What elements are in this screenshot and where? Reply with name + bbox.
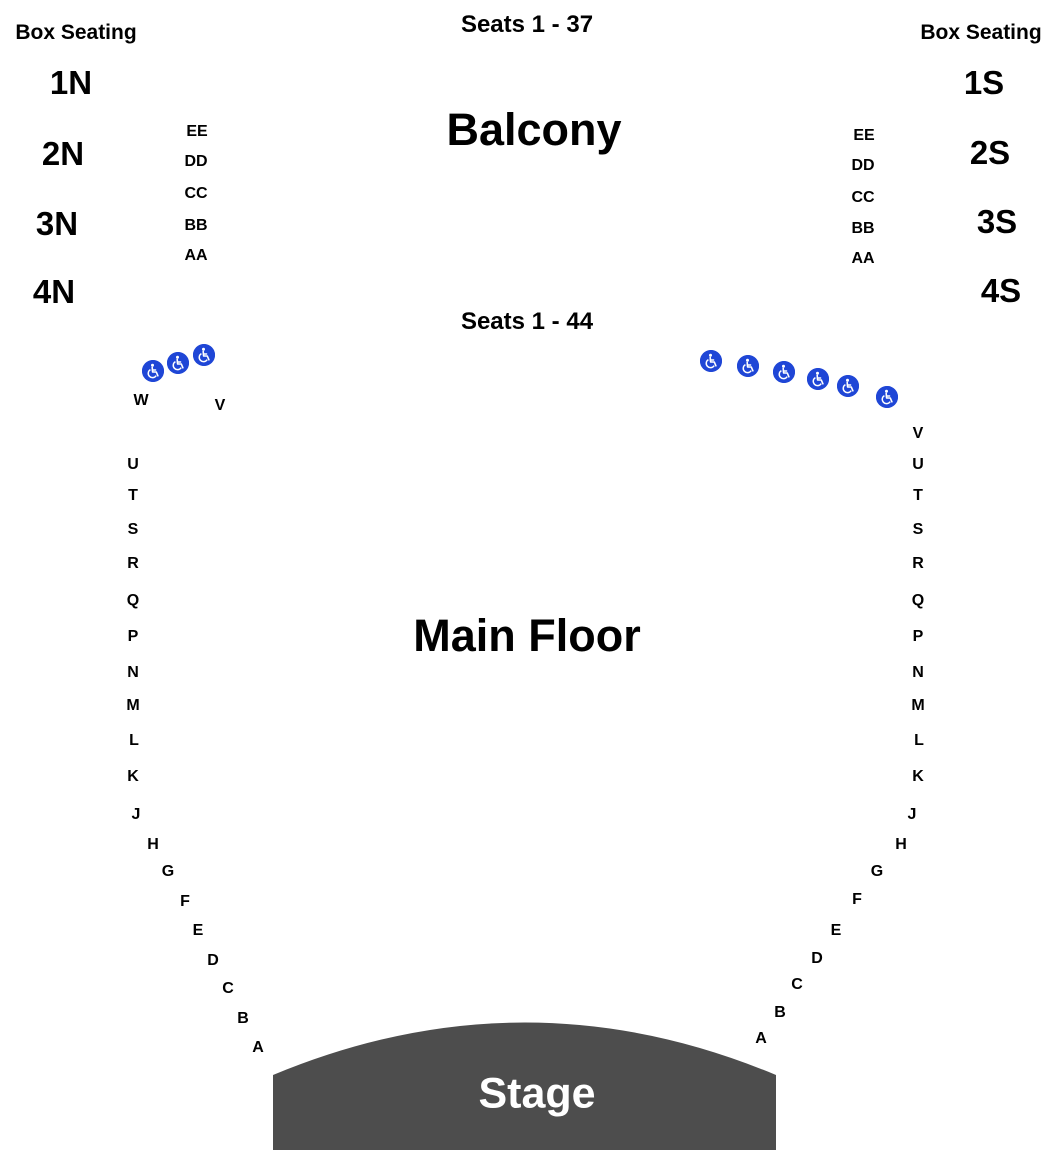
main-row-left: T	[128, 487, 138, 504]
main-row-left: D	[207, 952, 219, 969]
main-row-left: E	[192, 922, 204, 939]
main-row-left: C	[222, 980, 234, 997]
main-row-right: P	[912, 628, 924, 645]
balcony-row-right: BB	[851, 220, 875, 237]
main-row-right: C	[791, 976, 803, 993]
main-row-right: H	[895, 836, 907, 853]
main-row-right: M	[911, 697, 925, 714]
main-row-left: P	[127, 628, 139, 645]
box-1n[interactable]: 1N	[49, 64, 93, 101]
main-row-right: A	[755, 1030, 767, 1047]
main-row-left: V	[214, 397, 226, 414]
main-row-right: T	[913, 487, 923, 504]
box-2s[interactable]: 2S	[969, 134, 1011, 171]
balcony-row-left: CC	[184, 185, 208, 202]
main-row-left: L	[129, 732, 139, 749]
main-row-right: B	[774, 1004, 786, 1021]
wheelchair-accessible-icon[interactable]	[167, 352, 189, 374]
box-4s[interactable]: 4S	[980, 272, 1022, 309]
main-row-right: J	[907, 806, 917, 823]
main-row-right: E	[830, 922, 842, 939]
main-floor-seats-label: Seats 1 - 44	[460, 308, 594, 335]
main-row-left: S	[127, 521, 139, 538]
box-1s[interactable]: 1S	[963, 64, 1005, 101]
main-row-right: D	[811, 950, 823, 967]
wheelchair-accessible-icon[interactable]	[876, 386, 898, 408]
main-row-left: N	[127, 664, 139, 681]
main-row-right: G	[870, 863, 884, 880]
main-row-left: G	[161, 863, 175, 880]
wheelchair-accessible-icon[interactable]	[142, 360, 164, 382]
balcony-section-title: Balcony	[446, 104, 622, 155]
box-4n[interactable]: 4N	[32, 273, 76, 310]
balcony-row-left: EE	[186, 123, 208, 140]
main-row-left: A	[252, 1039, 264, 1056]
main-row-left: J	[131, 806, 141, 823]
box-2n[interactable]: 2N	[41, 135, 85, 172]
main-row-left: R	[127, 555, 139, 572]
balcony-seats-label: Seats 1 - 37	[460, 11, 594, 38]
main-row-right: Q	[911, 592, 925, 609]
main-row-left: U	[127, 456, 139, 473]
main-row-right: S	[912, 521, 924, 538]
balcony-row-left: DD	[184, 153, 208, 170]
main-row-left: W	[133, 392, 149, 409]
wheelchair-accessible-icon[interactable]	[837, 375, 859, 397]
main-row-right: R	[912, 555, 924, 572]
wheelchair-accessible-icon[interactable]	[193, 344, 215, 366]
balcony-row-left: BB	[184, 217, 208, 234]
balcony-row-right: AA	[851, 250, 875, 267]
main-row-left: H	[147, 836, 159, 853]
main-row-left: Q	[126, 592, 140, 609]
main-row-left: M	[126, 697, 140, 714]
balcony-row-right: DD	[851, 157, 875, 174]
stage-label: Stage	[478, 1069, 596, 1118]
box-seating-right-heading: Box Seating	[920, 21, 1042, 44]
main-row-right: F	[852, 891, 862, 908]
main-row-left: K	[127, 768, 139, 785]
main-row-right: L	[914, 732, 924, 749]
main-row-right: V	[912, 425, 924, 442]
balcony-row-right: CC	[851, 189, 875, 206]
wheelchair-accessible-icon[interactable]	[700, 350, 722, 372]
main-row-left: F	[180, 893, 190, 910]
main-row-left: B	[237, 1010, 249, 1027]
balcony-row-left: AA	[184, 247, 208, 264]
box-3n[interactable]: 3N	[35, 205, 79, 242]
main-row-right: K	[912, 768, 924, 785]
wheelchair-accessible-icon[interactable]	[773, 361, 795, 383]
main-row-right: U	[912, 456, 924, 473]
wheelchair-accessible-icon[interactable]	[737, 355, 759, 377]
main-floor-section-title: Main Floor	[413, 610, 641, 661]
box-seating-left-heading: Box Seating	[15, 21, 137, 44]
box-3s[interactable]: 3S	[976, 203, 1018, 240]
wheelchair-accessible-icon[interactable]	[807, 368, 829, 390]
balcony-row-right: EE	[853, 127, 875, 144]
main-row-right: N	[912, 664, 924, 681]
